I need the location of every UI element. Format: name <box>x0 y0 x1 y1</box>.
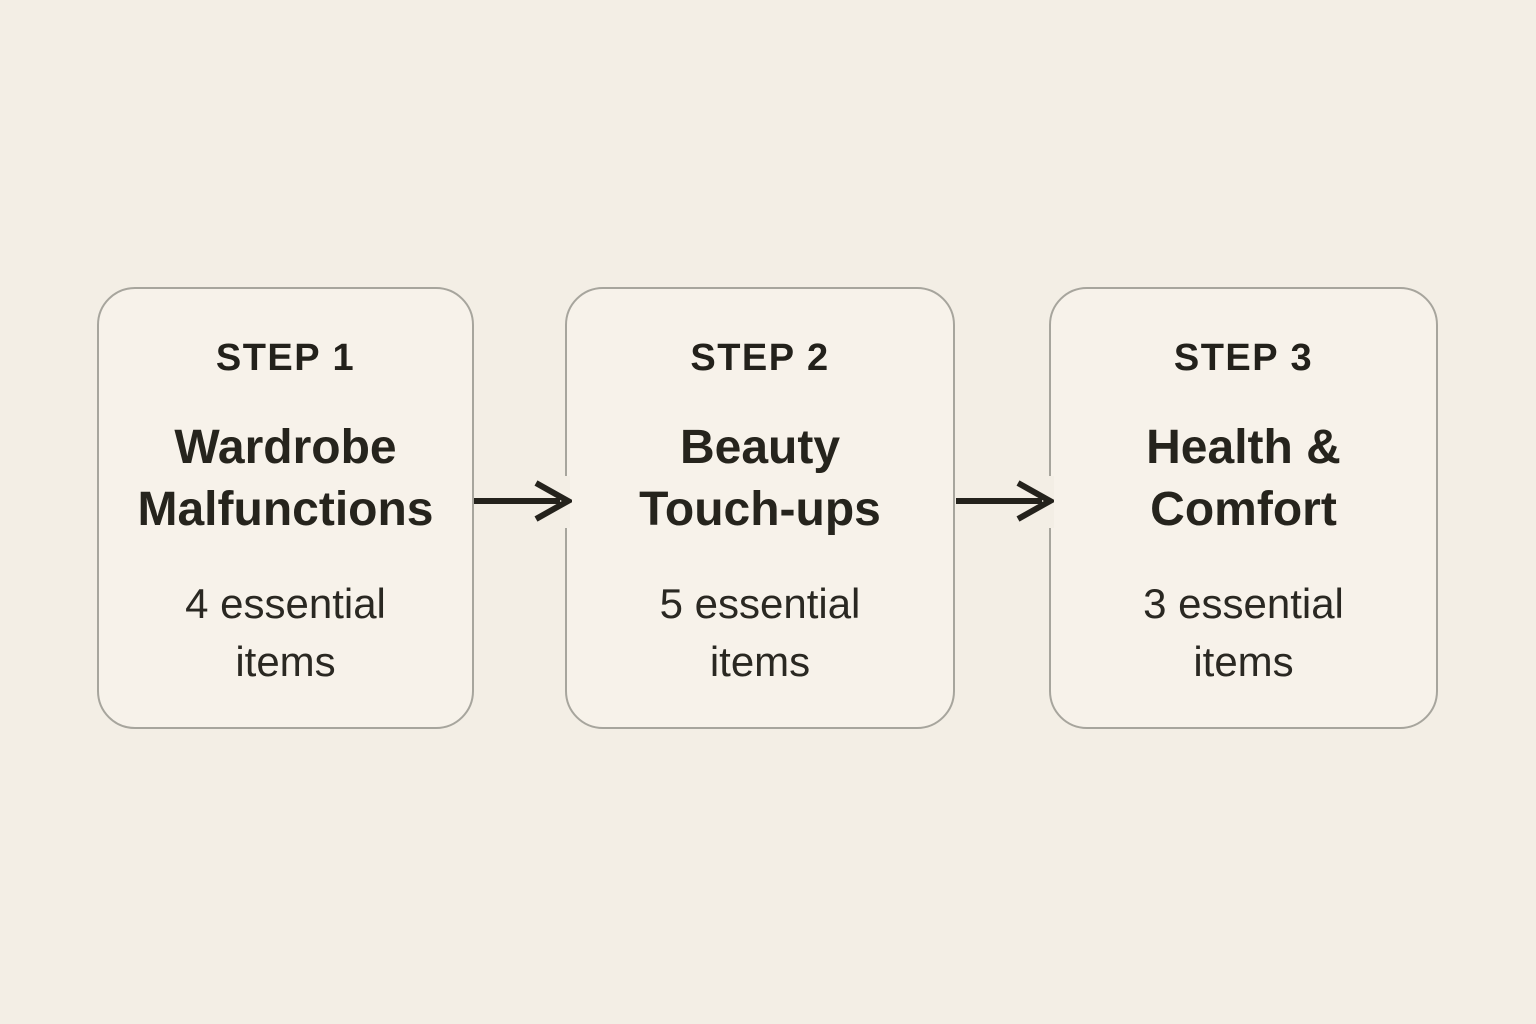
arrow-right-icon <box>474 480 572 522</box>
step-card-3: STEP 3 Health & Comfort 3 essential item… <box>1049 287 1438 729</box>
title-line: Malfunctions <box>137 483 434 536</box>
subtitle-line: 5 essential <box>659 580 861 627</box>
step-title: Beauty Touch-ups <box>567 417 953 541</box>
step-title: Health & Comfort <box>1051 417 1436 541</box>
subtitle-line: 3 essential <box>1143 580 1344 627</box>
step-subtitle: 5 essential items <box>567 575 953 691</box>
subtitle-line: items <box>709 638 811 685</box>
subtitle-line: items <box>1193 638 1294 685</box>
subtitle-line: 4 essential <box>185 580 386 627</box>
step-subtitle: 3 essential items <box>1051 575 1436 691</box>
title-line: Health & <box>1146 421 1341 474</box>
arrow-right-icon <box>956 480 1054 522</box>
step-card-2: STEP 2 Beauty Touch-ups 5 essential item… <box>565 287 955 729</box>
title-line: Beauty <box>679 421 841 474</box>
step-subtitle: 4 essential items <box>99 575 472 691</box>
step-label: STEP 3 <box>1173 337 1314 379</box>
title-line: Touch-ups <box>639 483 881 536</box>
step-card-1: STEP 1 Wardrobe Malfunctions 4 essential… <box>97 287 474 729</box>
title-line: Wardrobe <box>174 421 397 474</box>
step-label: STEP 2 <box>690 337 830 379</box>
title-line: Comfort <box>1150 483 1337 536</box>
step-label: STEP 1 <box>215 337 356 379</box>
step-title: Wardrobe Malfunctions <box>99 417 472 541</box>
subtitle-line: items <box>235 638 336 685</box>
